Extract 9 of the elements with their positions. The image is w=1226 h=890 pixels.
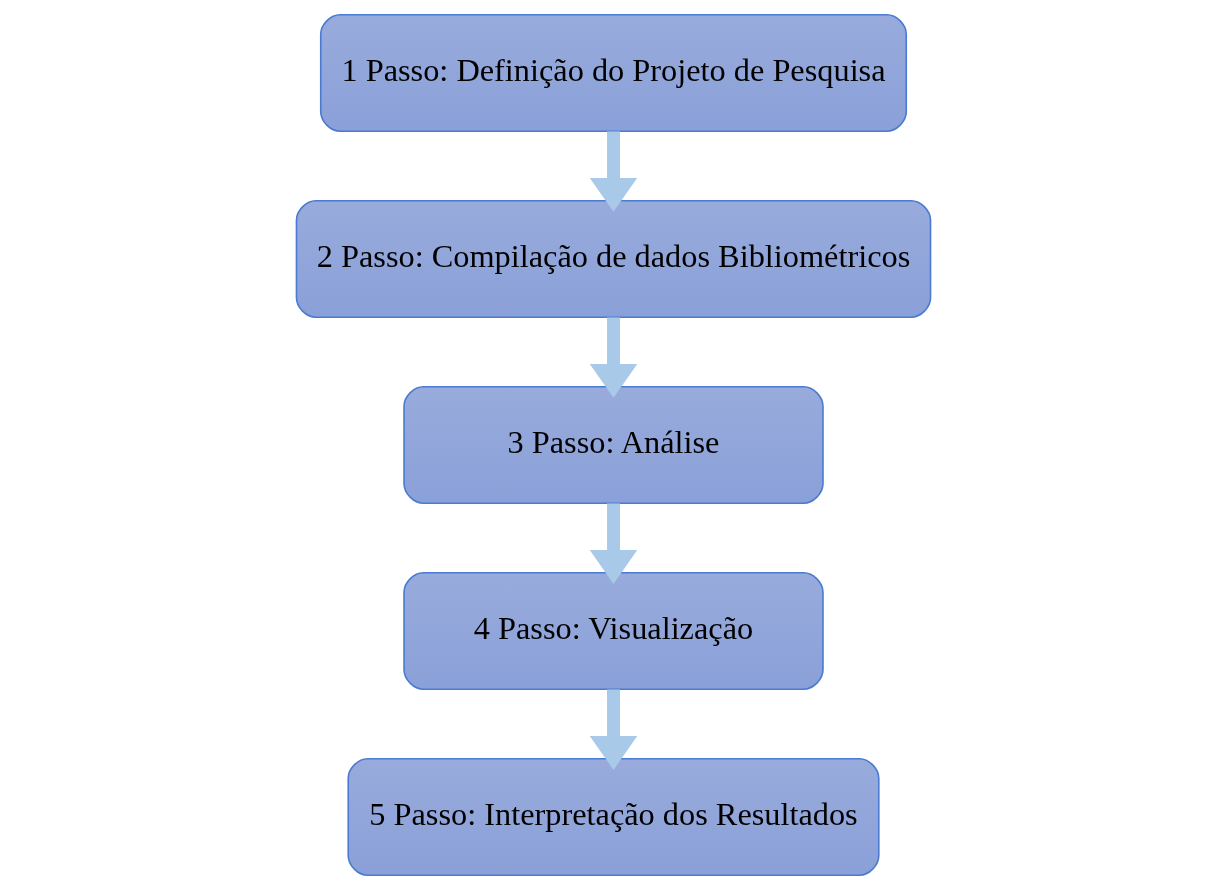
node-box: 1 Passo: Definição do Projeto de Pesquisa [319,13,907,132]
arrow [589,503,637,584]
node-box: 5 Passo: Interpretação dos Resultados [346,758,880,877]
node-box: 3 Passo: Análise [402,385,824,505]
arrow [589,689,637,770]
node-box: 4 Passo: Visualização [402,571,824,691]
arrow [589,131,637,212]
node-box: 2 Passo: Compilação de dados Bibliométricos [295,199,931,319]
arrow [589,317,637,398]
